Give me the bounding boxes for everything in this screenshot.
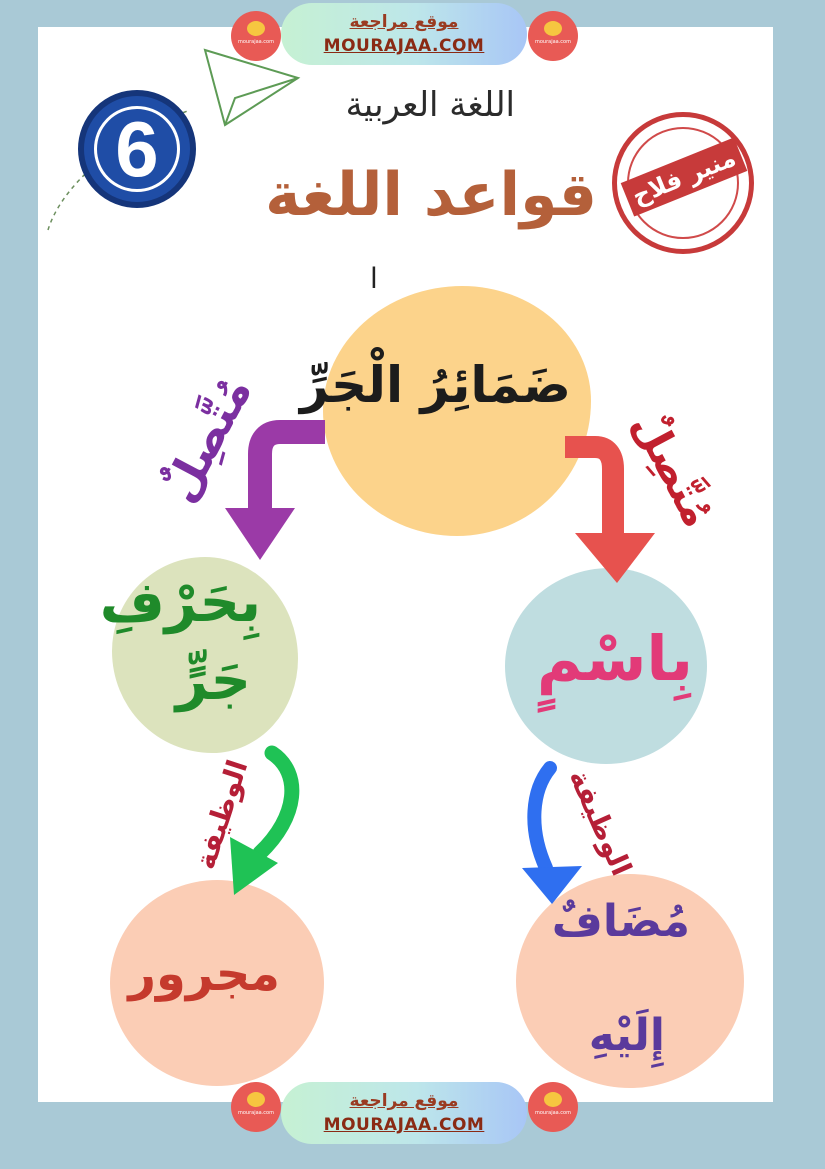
bottom-right-logo-icon: mourajaa.com [528, 1082, 578, 1132]
right-logo-icon: mourajaa.com [528, 11, 578, 61]
left-result-node [110, 880, 324, 1086]
page-mark: ا [370, 262, 378, 295]
left-node-line2: جَرٍّ [175, 648, 251, 713]
subject-title: اللغة العربية [345, 85, 515, 125]
bottom-banner-arabic[interactable]: موقع مراجعة [349, 1091, 459, 1111]
right-blue-arrow [522, 761, 582, 904]
bottom-banner-latin[interactable]: MOURAJAA.COM [323, 1115, 485, 1135]
left-node [112, 557, 298, 753]
left-green-arrow [230, 745, 300, 895]
right-node [505, 568, 707, 764]
right-result-line2: إِلَيْهِ [588, 1010, 665, 1061]
stamp: منير فلاح [612, 112, 754, 254]
bottom-site-banner[interactable]: موقع مراجعة MOURAJAA.COM [281, 1082, 527, 1144]
grade-inner [94, 106, 180, 192]
left-purple-arrow [225, 420, 325, 560]
center-label: ضَمَائِرُ الْجَرِّ [300, 356, 571, 414]
bottom-left-logo-icon: mourajaa.com [231, 1082, 281, 1132]
banner-arabic[interactable]: موقع مراجعة [349, 12, 459, 32]
left-node-line1: بِحَرْفِ [99, 570, 261, 635]
right-red-arrow [565, 436, 655, 583]
right-node-label: بِاسْمٍ [536, 622, 693, 695]
left-result-label: مجرور [128, 946, 280, 1002]
grade-number: 6 [115, 105, 159, 193]
page-title: قواعد اللغة [265, 160, 597, 230]
right-result-node [516, 874, 744, 1088]
site-banner[interactable]: موقع مراجعة MOURAJAA.COM [281, 3, 527, 65]
center-node [323, 286, 591, 536]
right-result-line1: مُضَافٌ [551, 896, 690, 947]
grade-circle: 6 [78, 90, 196, 208]
banner-latin[interactable]: MOURAJAA.COM [323, 36, 485, 56]
left-logo-icon: mourajaa.com [231, 11, 281, 61]
